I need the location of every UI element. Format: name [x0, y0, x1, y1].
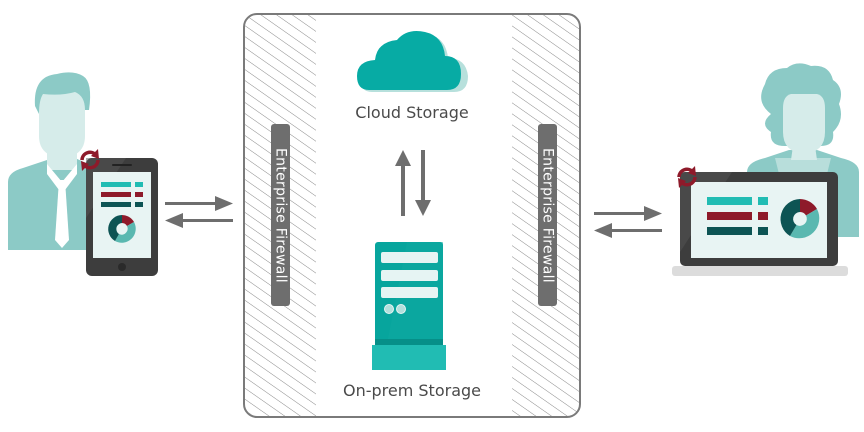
arrow-down-icon — [415, 150, 431, 216]
left-sync-icon — [78, 148, 102, 172]
arrow-left-icon — [165, 213, 233, 228]
arrow-left-icon — [594, 223, 662, 238]
cloud-storage-label: Cloud Storage — [355, 103, 469, 122]
right-sync-arrows — [594, 206, 662, 238]
arrow-right-icon — [165, 196, 233, 211]
laptop-device — [672, 172, 848, 278]
left-sync-arrows — [165, 196, 233, 228]
onprem-server-icon — [372, 242, 446, 370]
tablet-donut-chart — [108, 215, 136, 243]
arrow-right-icon — [594, 206, 662, 221]
right-sync-icon — [675, 165, 699, 189]
left-user-avatar — [5, 70, 115, 250]
arrow-up-icon — [395, 150, 411, 216]
tablet-device — [86, 158, 158, 276]
onprem-storage-label: On-prem Storage — [342, 381, 481, 400]
cloud-storage-icon — [355, 30, 470, 95]
right-firewall-label: Enterprise Firewall — [538, 124, 557, 306]
sync-arrows-vertical — [393, 150, 433, 218]
laptop-donut-chart — [780, 199, 820, 239]
left-firewall-label: Enterprise Firewall — [271, 124, 290, 306]
